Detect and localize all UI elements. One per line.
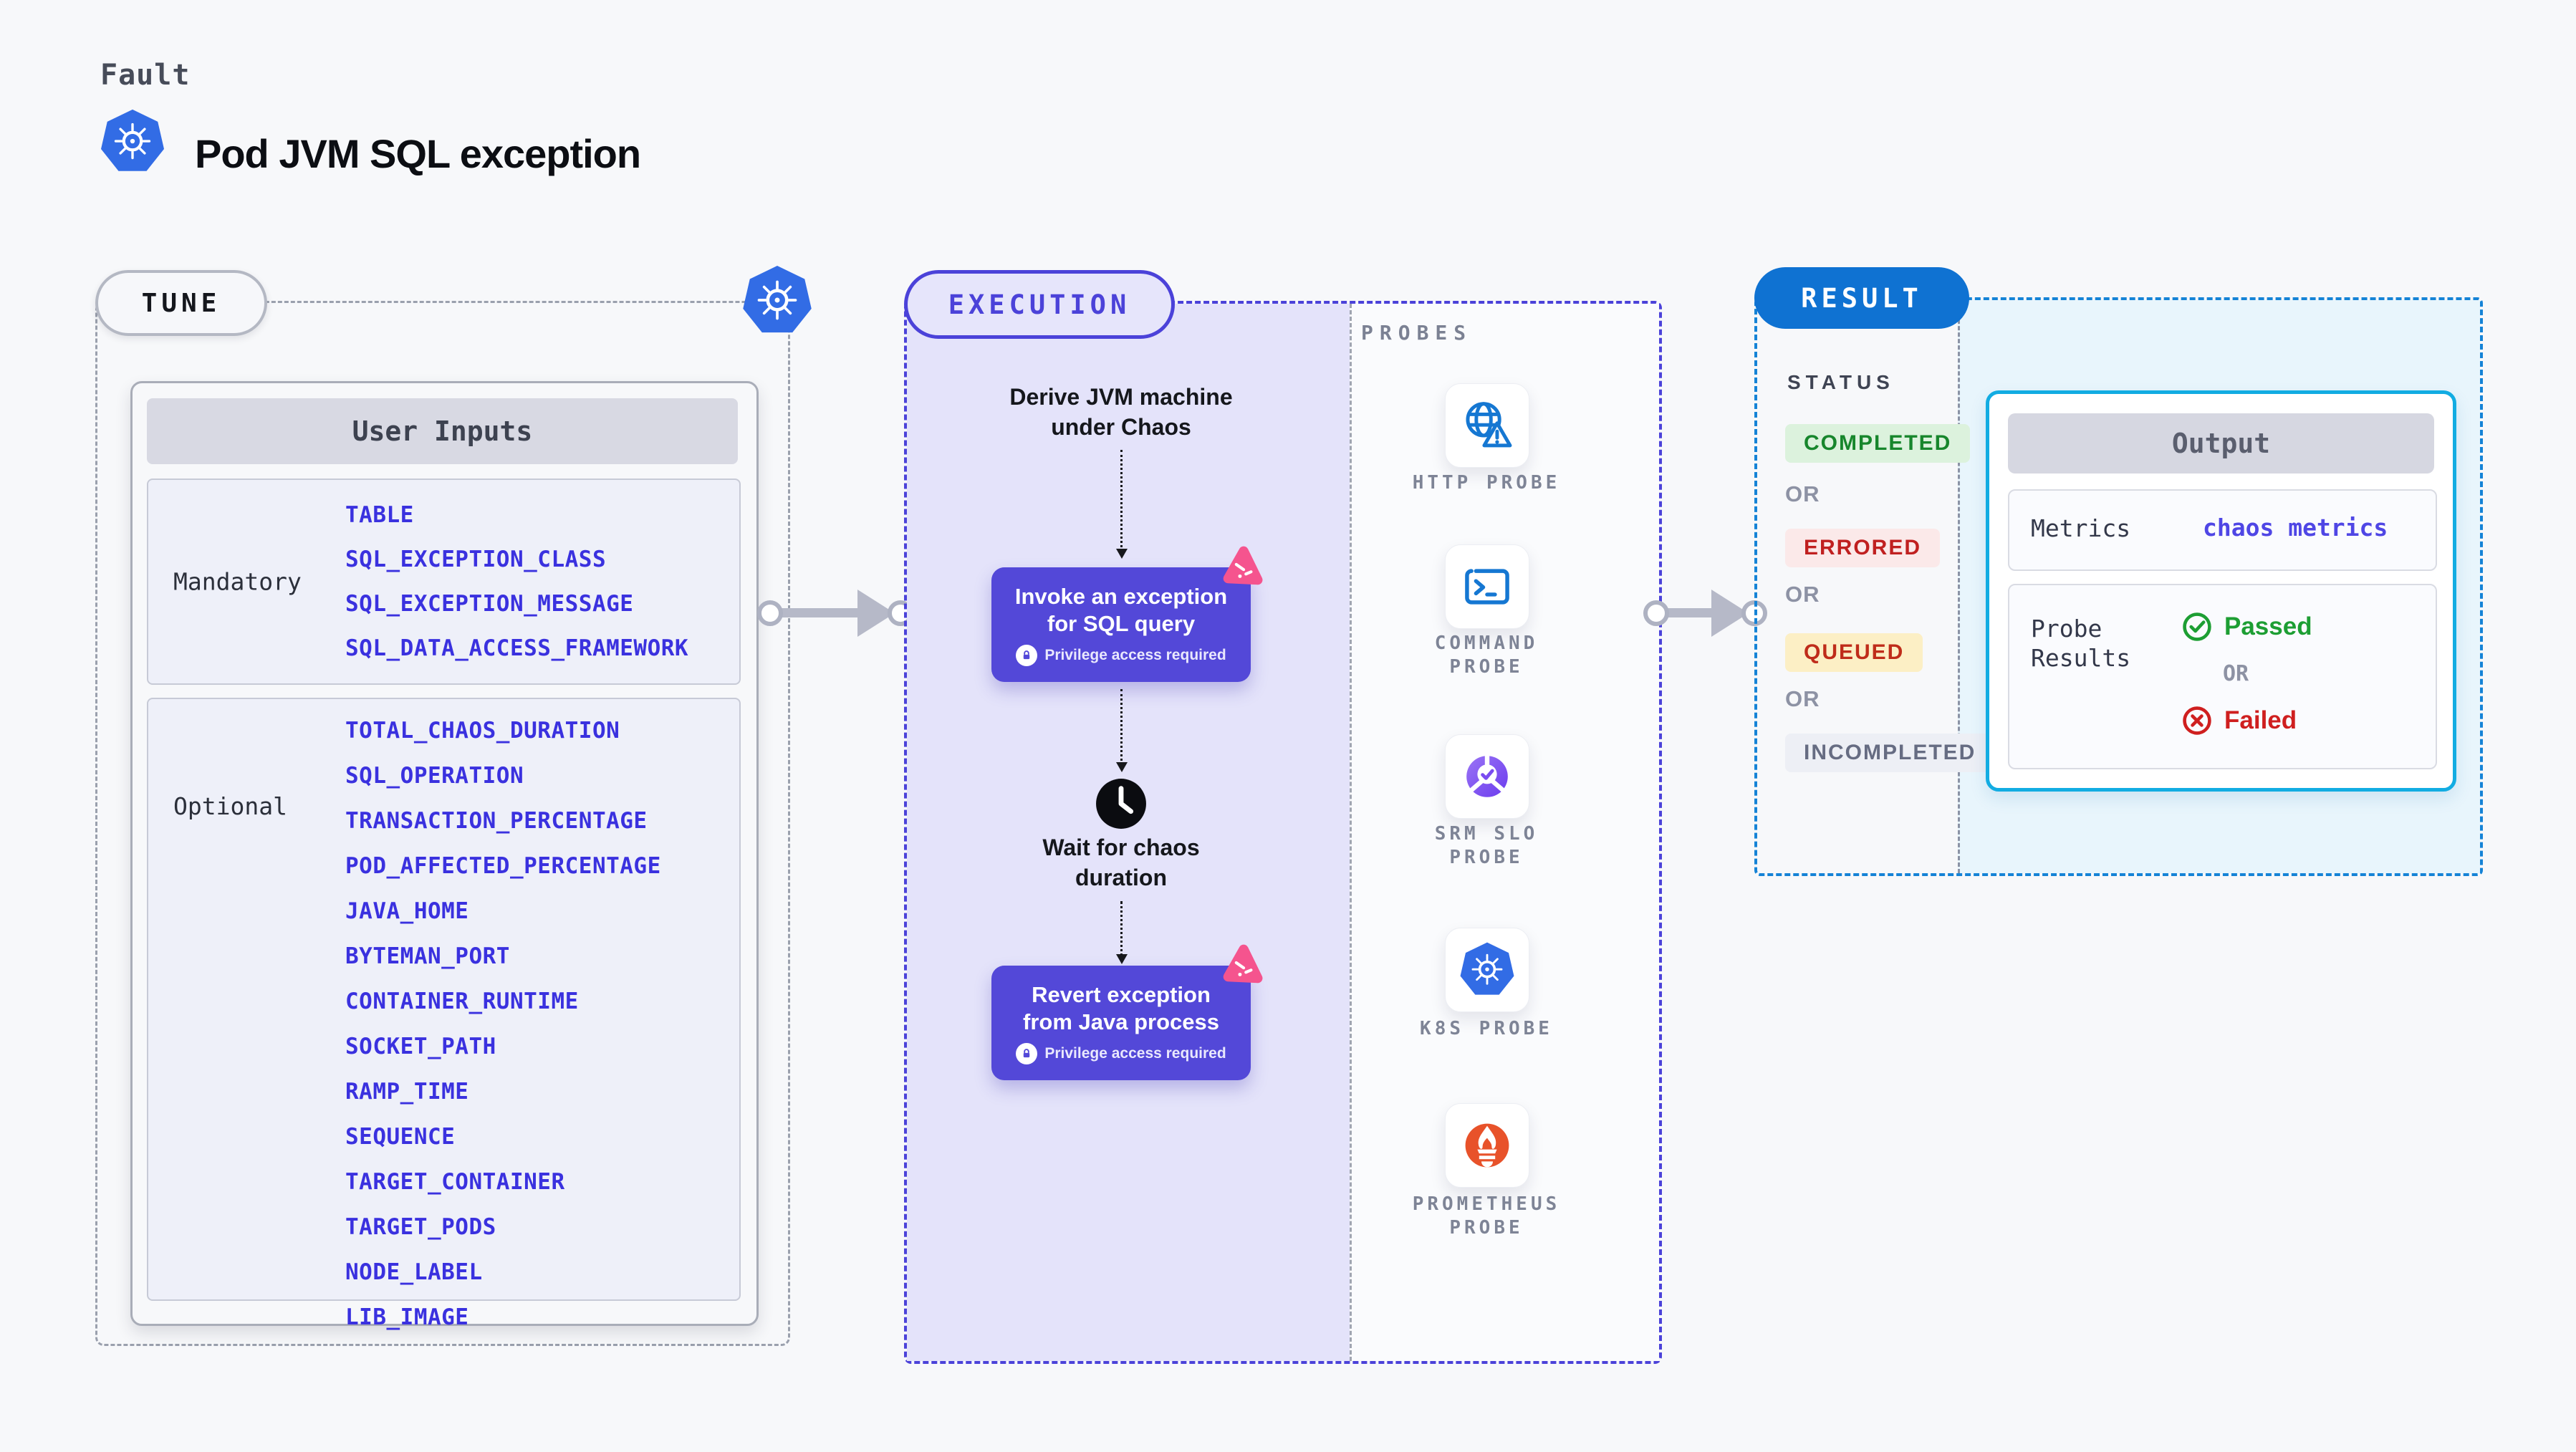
or-separator: OR	[1785, 686, 1820, 711]
kubernetes-icon	[741, 264, 814, 338]
probe-results-row: Probe Results Passed OR Failed	[2008, 584, 2437, 769]
param: CONTAINER_RUNTIME	[345, 989, 579, 1014]
tune-section	[95, 301, 790, 1346]
failed-label: Failed	[2224, 706, 2297, 734]
param: SQL_EXCEPTION_MESSAGE	[345, 591, 634, 617]
x-circle-icon	[2183, 706, 2211, 735]
execution-to-result-arrow	[1643, 587, 1767, 638]
execution-flow-background	[907, 304, 1350, 1361]
check-circle-icon	[2183, 612, 2211, 641]
param: BYTEMAN_PORT	[345, 943, 510, 969]
output-header: Output	[2008, 413, 2434, 473]
revert-exception-step: Revert exception from Java process Privi…	[991, 966, 1251, 1080]
passed-result: Passed	[2181, 611, 2312, 643]
invoke-step-title: Invoke an exception for SQL query	[1014, 584, 1228, 636]
fault-eyebrow: Fault	[100, 59, 191, 92]
status-label: STATUS	[1787, 371, 1895, 393]
status-badge-errored: ERRORED	[1785, 529, 1941, 567]
status-badge-completed: COMPLETED	[1785, 424, 1971, 463]
lock-icon	[1016, 1042, 1038, 1064]
probe-results-label: Probe Results	[2031, 615, 2131, 673]
metrics-value: chaos metrics	[2203, 514, 2388, 542]
param: SQL_OPERATION	[345, 763, 524, 789]
result-badge: RESULT	[1754, 267, 1969, 329]
http-probe-tile	[1445, 383, 1529, 468]
chaos-spark-icon	[1223, 546, 1263, 585]
mandatory-params-group: Mandatory TABLE SQL_EXCEPTION_CLASS SQL_…	[147, 479, 741, 685]
execution-badge: EXECUTION	[904, 270, 1175, 339]
revert-step-title: Revert exception from Java process	[1023, 982, 1219, 1034]
mandatory-param-list: TABLE SQL_EXCEPTION_CLASS SQL_EXCEPTION_…	[345, 480, 688, 683]
status-badge-incompleted: INCOMPLETED	[1785, 734, 1995, 772]
privilege-note: Privilege access required	[1016, 1042, 1226, 1064]
optional-param-list: TOTAL_CHAOS_DURATION SQL_OPERATION TRANS…	[345, 699, 661, 1330]
srm-slo-probe-icon	[1466, 754, 1508, 797]
param: POD_AFFECTED_PERCENTAGE	[345, 853, 661, 879]
tune-to-execution-arrow	[757, 587, 913, 638]
optional-params-group: Optional TOTAL_CHAOS_DURATION SQL_OPERAT…	[147, 698, 741, 1330]
optional-label: Optional	[173, 792, 287, 820]
param: SOCKET_PATH	[345, 1034, 496, 1059]
privilege-note-label: Privilege access required	[1044, 1044, 1226, 1062]
param: RAMP_TIME	[345, 1079, 469, 1105]
failed-result: Failed	[2181, 705, 2312, 736]
page-title: Pod JVM SQL exception	[195, 131, 641, 176]
probe-label: HTTP PROBE	[1412, 472, 1561, 494]
param: TABLE	[345, 502, 414, 528]
param: TARGET_CONTAINER	[345, 1169, 565, 1195]
user-inputs-header: User Inputs	[147, 398, 738, 464]
probe-label: PROMETHEUS PROBE	[1412, 1193, 1561, 1239]
lock-icon	[1016, 644, 1038, 666]
flow-arrow-down-icon	[1116, 901, 1128, 964]
privilege-note: Privilege access required	[1016, 644, 1226, 666]
probes-header: PROBES	[1361, 321, 1473, 345]
status-badge-queued: QUEUED	[1785, 633, 1923, 672]
param: TARGET_PODS	[345, 1214, 496, 1240]
tune-badge: TUNE	[95, 270, 267, 336]
mandatory-label: Mandatory	[173, 567, 302, 596]
or-separator: OR	[2223, 661, 2249, 686]
k8s-probe-tile	[1445, 928, 1529, 1012]
probe-label: COMMAND PROBE	[1434, 633, 1539, 678]
param: TRANSACTION_PERCENTAGE	[345, 808, 648, 834]
param: JAVA_HOME	[345, 898, 469, 924]
http-probe-icon	[1466, 402, 1512, 448]
k8s-probe-icon	[1458, 941, 1516, 996]
probe-label: SRM SLO PROBE	[1434, 823, 1539, 868]
command-probe-icon	[1465, 569, 1509, 605]
flow-arrow-down-icon	[1116, 689, 1128, 772]
param: LIB_IMAGE	[345, 1304, 469, 1330]
param: SQL_EXCEPTION_CLASS	[345, 547, 607, 572]
srm-slo-probe-tile	[1445, 734, 1529, 819]
param: NODE_LABEL	[345, 1259, 483, 1285]
kubernetes-icon	[99, 107, 166, 176]
chaos-spark-icon	[1223, 944, 1263, 984]
param: SQL_DATA_ACCESS_FRAMEWORK	[345, 635, 689, 661]
clock-icon	[1094, 777, 1148, 831]
privilege-note-label: Privilege access required	[1044, 646, 1226, 663]
metrics-label: Metrics	[2031, 514, 2131, 542]
probe-label: K8S PROBE	[1420, 1018, 1553, 1039]
prometheus-probe-icon	[1465, 1123, 1509, 1168]
derive-step-text: Derive JVM machine under Chaos	[1009, 384, 1233, 441]
invoke-exception-step: Invoke an exception for SQL query Privil…	[991, 567, 1251, 682]
passed-label: Passed	[2224, 612, 2312, 640]
output-card: Output Metrics chaos metrics Probe Resul…	[1986, 390, 2456, 792]
metrics-row: Metrics chaos metrics	[2008, 489, 2437, 571]
param: TOTAL_CHAOS_DURATION	[345, 718, 620, 744]
param: SEQUENCE	[345, 1124, 456, 1150]
prometheus-probe-tile	[1445, 1103, 1529, 1188]
or-separator: OR	[1785, 582, 1820, 607]
wait-step-text: Wait for chaos duration	[1042, 835, 1200, 891]
command-probe-tile	[1445, 544, 1529, 629]
probe-results-values: Passed OR Failed	[2181, 611, 2312, 736]
flow-arrow-down-icon	[1116, 450, 1128, 559]
or-separator: OR	[1785, 481, 1820, 506]
